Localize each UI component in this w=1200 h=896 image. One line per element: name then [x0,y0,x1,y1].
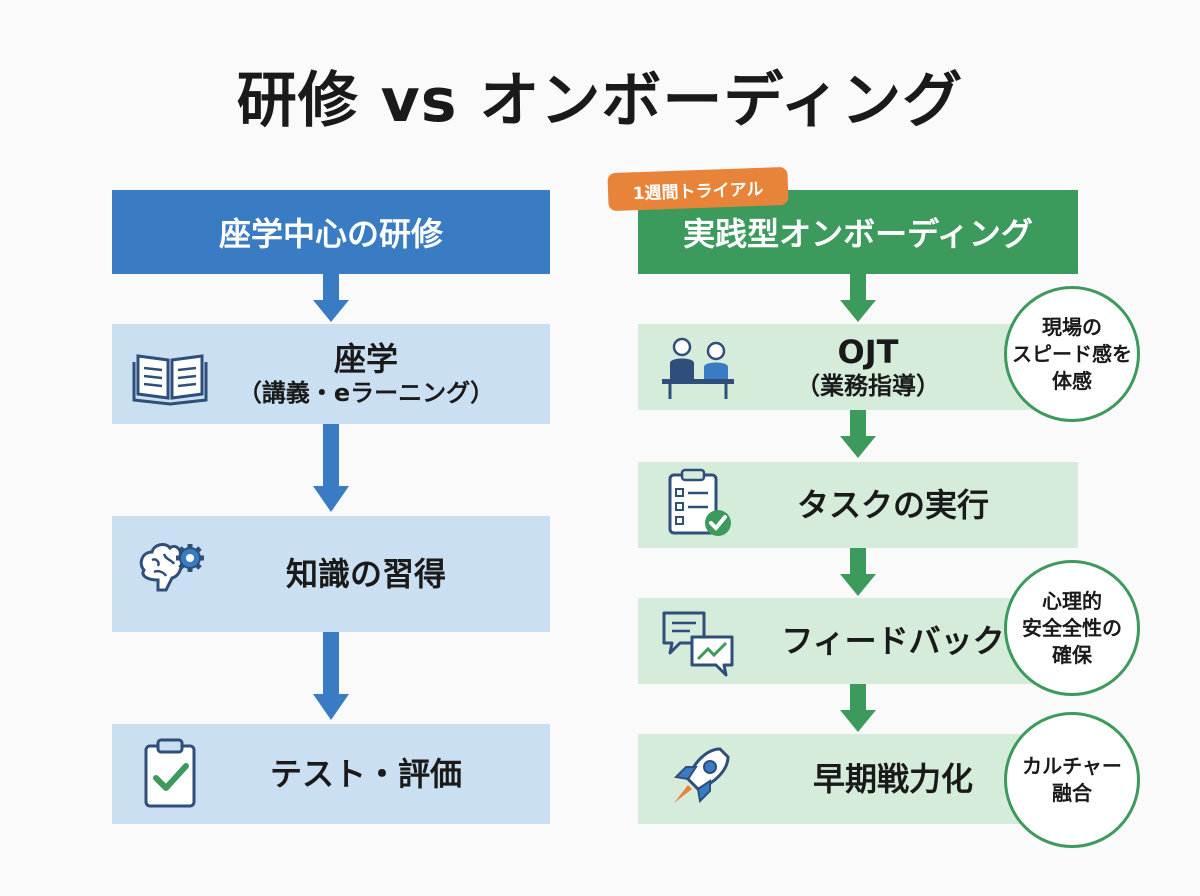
step-lecture: 座学 （講義・eラーニング） [112,324,550,424]
left-column-header: 座学中心の研修 [112,190,550,274]
step-title: 知識の習得 [285,554,446,593]
step-title: 早期戦力化 [812,759,973,798]
clipboard-check-icon [144,738,196,808]
note-speed: 現場の スピード感を 体感 [1004,286,1140,422]
step-task: タスクの実行 [638,462,1078,548]
step-subtitle: （業務指導） [796,371,940,400]
down-arrow [840,684,876,732]
note-psychological-safety: 心理的 安全全性の 確保 [1004,560,1140,696]
trial-tag: 1週間トライアル [607,166,789,212]
step-title: テスト・評価 [269,754,462,793]
step-test: テスト・評価 [112,724,550,824]
down-arrow [313,632,349,720]
down-arrow [313,424,349,512]
note-culture: カルチャー 融合 [1004,712,1140,848]
step-title: 座学 [333,340,398,379]
book-icon [132,354,208,406]
step-title: タスクの実行 [796,485,989,524]
checklist-icon [668,468,731,536]
step-title: フィードバック [781,621,1005,660]
step-title: OJT [837,333,899,372]
down-arrow [840,548,876,596]
meeting-people-icon [662,337,734,399]
brain-gear-icon [139,543,204,592]
down-arrow [313,274,349,322]
step-knowledge: 知識の習得 [112,516,550,632]
step-subtitle: （講義・eラーニング） [237,378,495,407]
page-title: 研修 vs オンボーディング [236,66,964,136]
rocket-icon [673,747,730,804]
down-arrow [840,410,876,458]
chat-feedback-icon [662,611,734,677]
down-arrow [840,274,876,322]
